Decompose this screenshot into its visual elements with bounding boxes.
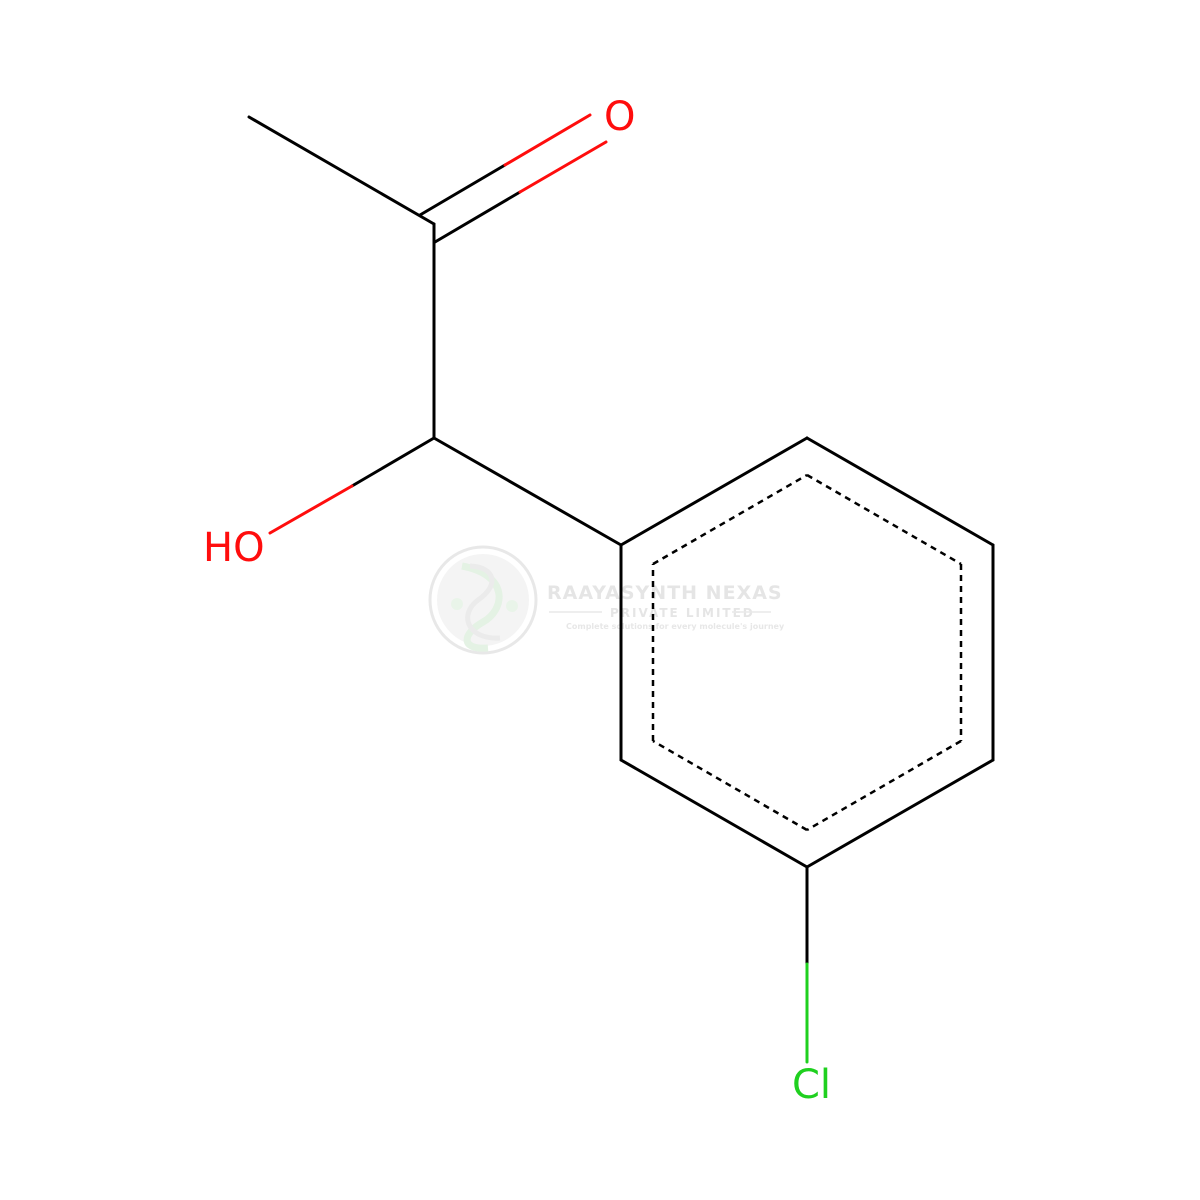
watermark-logo-icon (428, 545, 538, 655)
benzene-ring (619, 436, 995, 869)
aromatic-ring-dashed (651, 473, 963, 832)
atom-label-hydroxyl: HO (203, 525, 265, 571)
watermark-company: RAAYASYNTH NEXAS (547, 582, 783, 604)
bond-chiral-ring (432, 436, 623, 547)
watermark-subtitle: PRIVATE LIMITED (610, 606, 755, 620)
atom-label-carbonyl-oxygen: O (604, 94, 635, 140)
bond-chiral-hydroxyl (268, 436, 436, 535)
watermark: RAAYASYNTH NEXAS PRIVATE LIMITED Complet… (428, 545, 785, 655)
bond-carbonyl-double (418, 113, 608, 244)
bonds (247, 113, 995, 1064)
atom-label-chlorine: Cl (792, 1062, 831, 1108)
watermark-tagline: Complete solutions for every molecule's … (566, 622, 785, 631)
bond-methyl-carbonyl (247, 115, 436, 226)
